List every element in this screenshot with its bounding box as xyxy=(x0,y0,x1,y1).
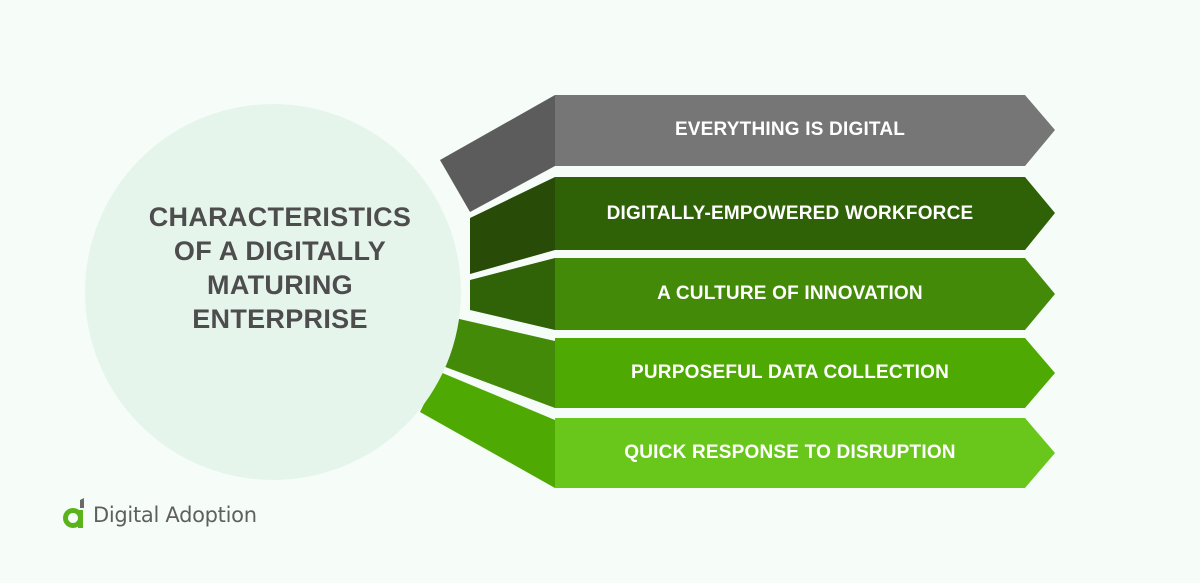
brand-logo: Digital Adoption xyxy=(62,498,257,532)
item-label-5: QUICK RESPONSE TO DISRUPTION xyxy=(624,442,956,463)
connector-1 xyxy=(440,95,555,212)
title-line-4: ENTERPRISE xyxy=(192,304,368,334)
diagram-title: CHARACTERISTICS OF A DIGITALLY MATURING … xyxy=(120,200,440,336)
connector-4 xyxy=(440,318,555,408)
digital-adoption-logo-icon xyxy=(63,498,84,528)
connector-3 xyxy=(470,258,555,330)
item-label-1: EVERYTHING IS DIGITAL xyxy=(674,119,906,140)
bar-2-digitally-empowered-workforce xyxy=(555,177,1055,250)
bar-4-purposeful-data-collection xyxy=(555,338,1055,408)
bar-1-everything-is-digital xyxy=(555,95,1055,166)
logo-text: Digital Adoption xyxy=(93,503,257,527)
center-circle xyxy=(85,104,461,480)
item-label-4: PURPOSEFUL DATA COLLECTION xyxy=(631,362,949,383)
title-line-3: MATURING xyxy=(207,270,353,300)
title-line-2: OF A DIGITALLY xyxy=(173,236,387,266)
bar-3-culture-of-innovation xyxy=(555,258,1055,330)
item-label-3: A CULTURE OF INNOVATION xyxy=(657,283,923,304)
connector-2 xyxy=(470,177,555,274)
bar-5-quick-response-to-disruption xyxy=(555,418,1055,488)
title-line-1: CHARACTERISTICS xyxy=(148,202,412,232)
item-label-2: DIGITALLY-EMPOWERED WORKFORCE xyxy=(606,203,974,224)
connector-5 xyxy=(420,372,555,488)
